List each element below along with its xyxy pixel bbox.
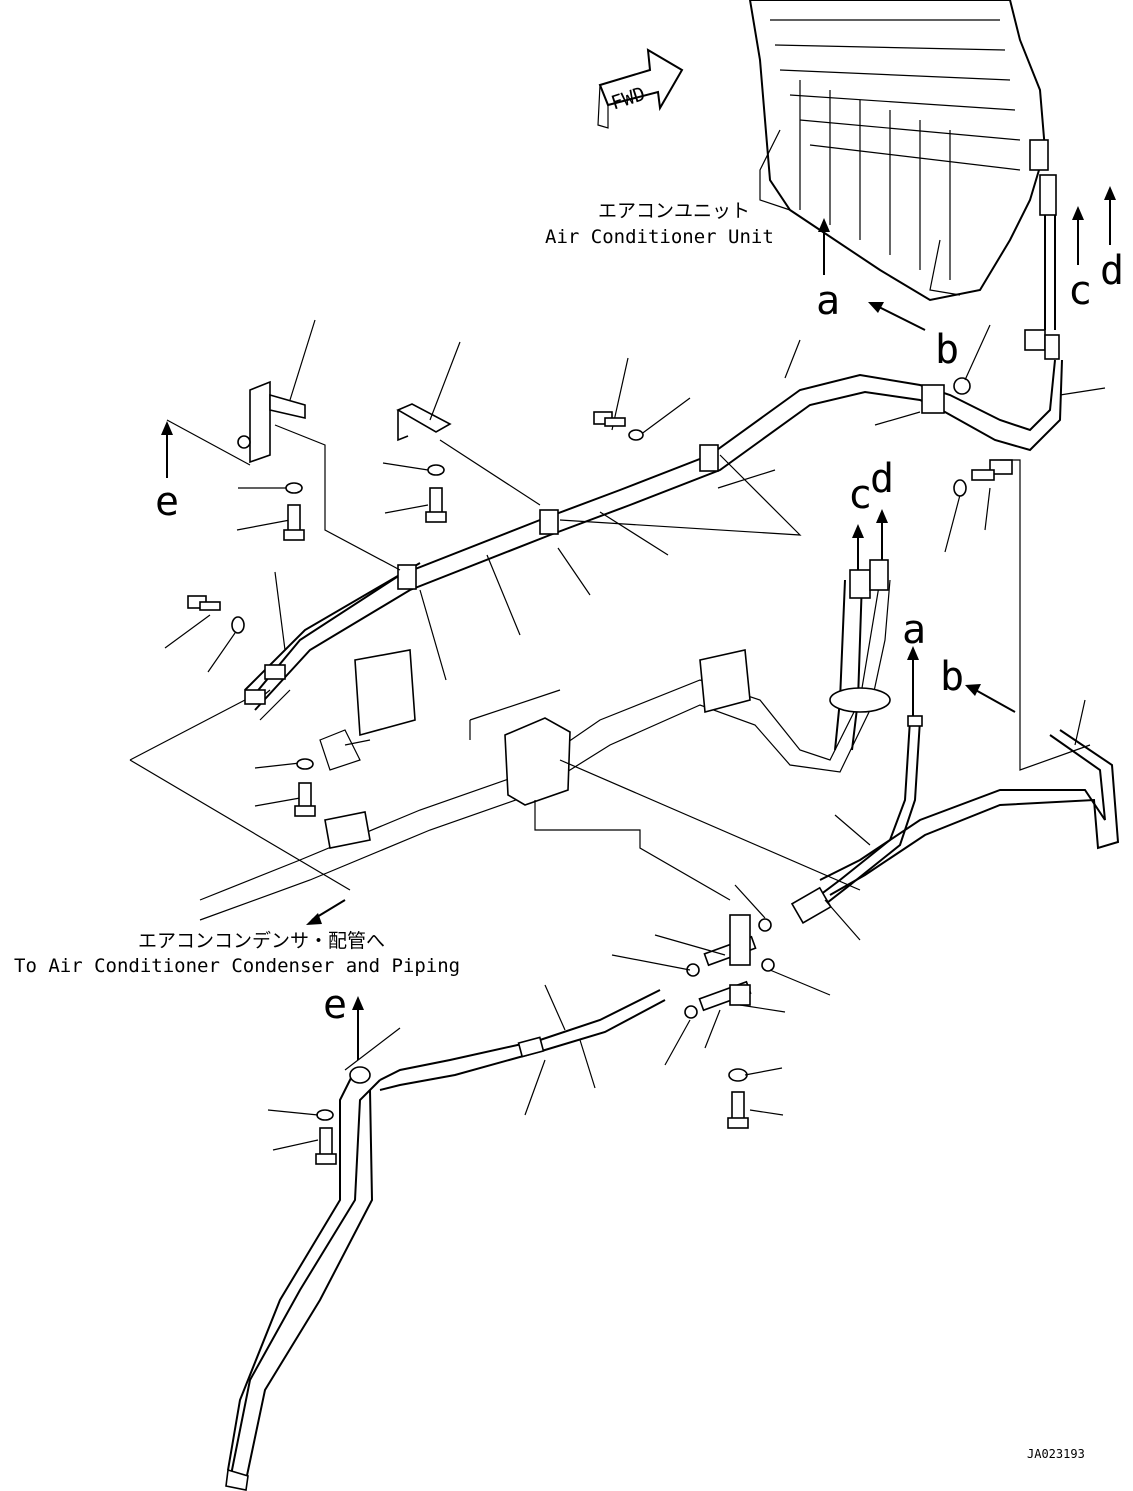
fasteners-upper (187, 411, 1013, 817)
ac-unit-label-jp: エアコンユニット (598, 200, 750, 222)
connection-a-mid: a (902, 607, 926, 653)
fwd-arrow-icon: FWD (597, 48, 684, 129)
bracket-upper-left (237, 380, 306, 464)
connection-a-top: a (816, 278, 840, 324)
connection-c-mid: c (848, 472, 872, 518)
connection-d-top: d (1100, 248, 1124, 294)
connection-e-bottom: e (323, 982, 347, 1028)
bracket-upper-mid (396, 403, 452, 442)
connection-c-top: c (1068, 268, 1092, 314)
lower-hose-assembly (225, 715, 1120, 1491)
connection-b-mid: b (940, 654, 964, 700)
connection-arrows-top (818, 186, 1116, 331)
condenser-label-en: To Air Conditioner Condenser and Piping (14, 955, 460, 977)
mid-piping-assembly (199, 559, 891, 921)
fasteners-lower (315, 914, 775, 1165)
connection-d-mid: d (870, 456, 894, 502)
connection-b-top: b (935, 327, 959, 373)
leader-lines-lower (267, 699, 1086, 1151)
connection-e-left: e (155, 479, 179, 525)
condenser-label-jp: エアコンコンデンサ・配管へ (138, 930, 385, 952)
drawing-code: JA023193 (1027, 1447, 1085, 1461)
ac-unit-label-en: Air Conditioner Unit (545, 226, 774, 248)
air-conditioner-unit (748, 0, 1060, 360)
fwd-label: FWD (609, 83, 648, 115)
